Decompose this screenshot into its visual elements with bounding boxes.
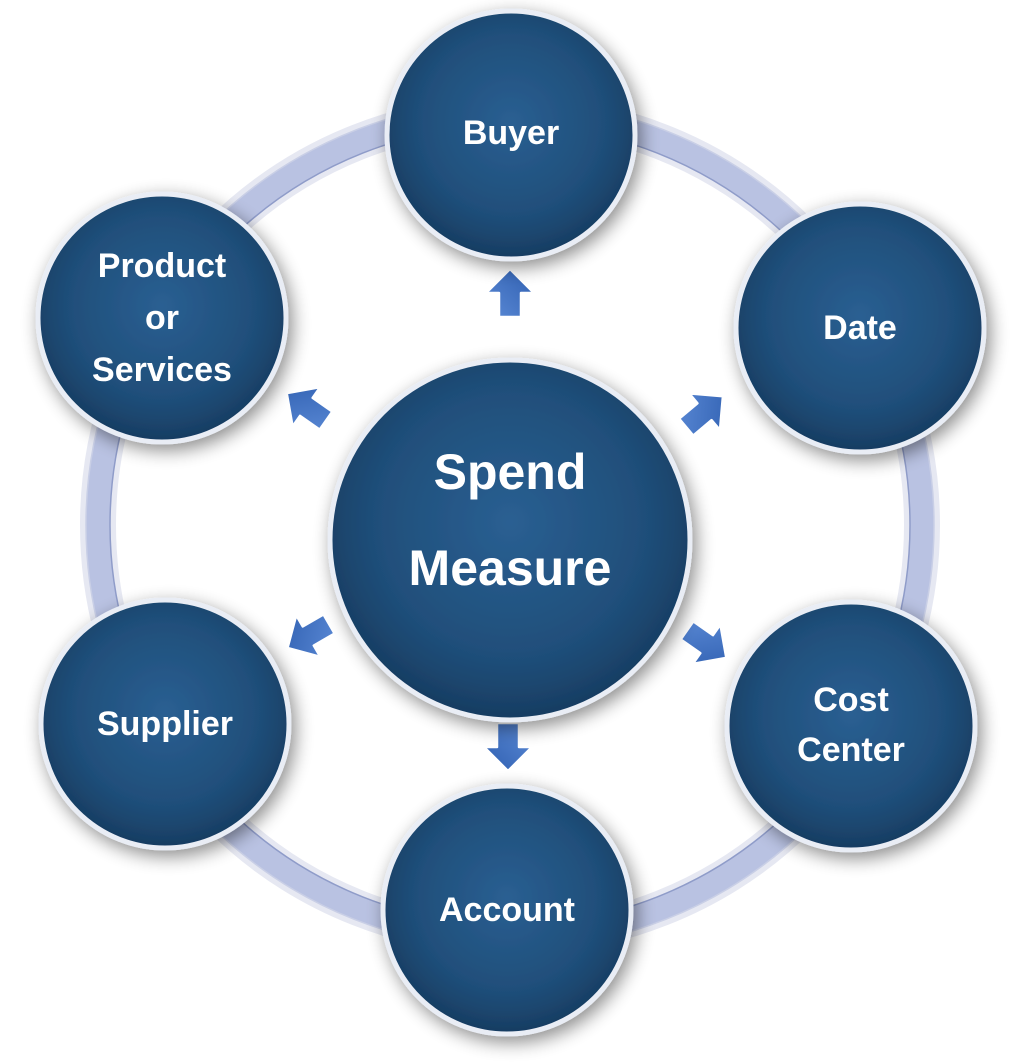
node-cost-center: Cost Center [724, 599, 978, 853]
node-product-or-services-label-line-1: Product [98, 247, 226, 285]
arrow-to-buyer [484, 267, 536, 319]
arrow-to-date [677, 392, 725, 437]
node-product-or-services: Product or Services [35, 191, 289, 445]
arrow-to-supplier [286, 613, 336, 659]
node-supplier-label: Supplier [97, 705, 233, 743]
arrow-to-cost-center [679, 620, 728, 666]
node-buyer-label: Buyer [463, 114, 559, 152]
node-cost-center-circle [724, 599, 978, 853]
node-account: Account [380, 783, 634, 1037]
node-supplier: Supplier [38, 597, 292, 851]
node-account-label: Account [439, 891, 575, 929]
node-product-or-services-circle [35, 191, 289, 445]
arrow-to-product-or-services [285, 385, 334, 431]
node-buyer: Buyer [384, 8, 638, 262]
center-label-line-2: Measure [409, 540, 612, 596]
node-cost-center-label-line-2: Center [797, 731, 905, 769]
node-cost-center-label-line-1: Cost [813, 681, 889, 719]
node-account-circle [380, 783, 634, 1037]
center-node: Spend Measure [327, 357, 693, 723]
center-label-line-1: Spend [434, 444, 587, 500]
center-circle [327, 357, 693, 723]
node-date-label: Date [823, 309, 897, 347]
node-buyer-circle [384, 8, 638, 262]
node-date-circle [733, 201, 987, 455]
node-supplier-circle [38, 597, 292, 851]
node-product-or-services-label-line-2: or [145, 299, 179, 337]
node-date: Date [733, 201, 987, 455]
node-product-or-services-label-line-3: Services [92, 351, 232, 389]
arrow-to-account [482, 721, 534, 773]
arrows-layer [285, 267, 728, 773]
